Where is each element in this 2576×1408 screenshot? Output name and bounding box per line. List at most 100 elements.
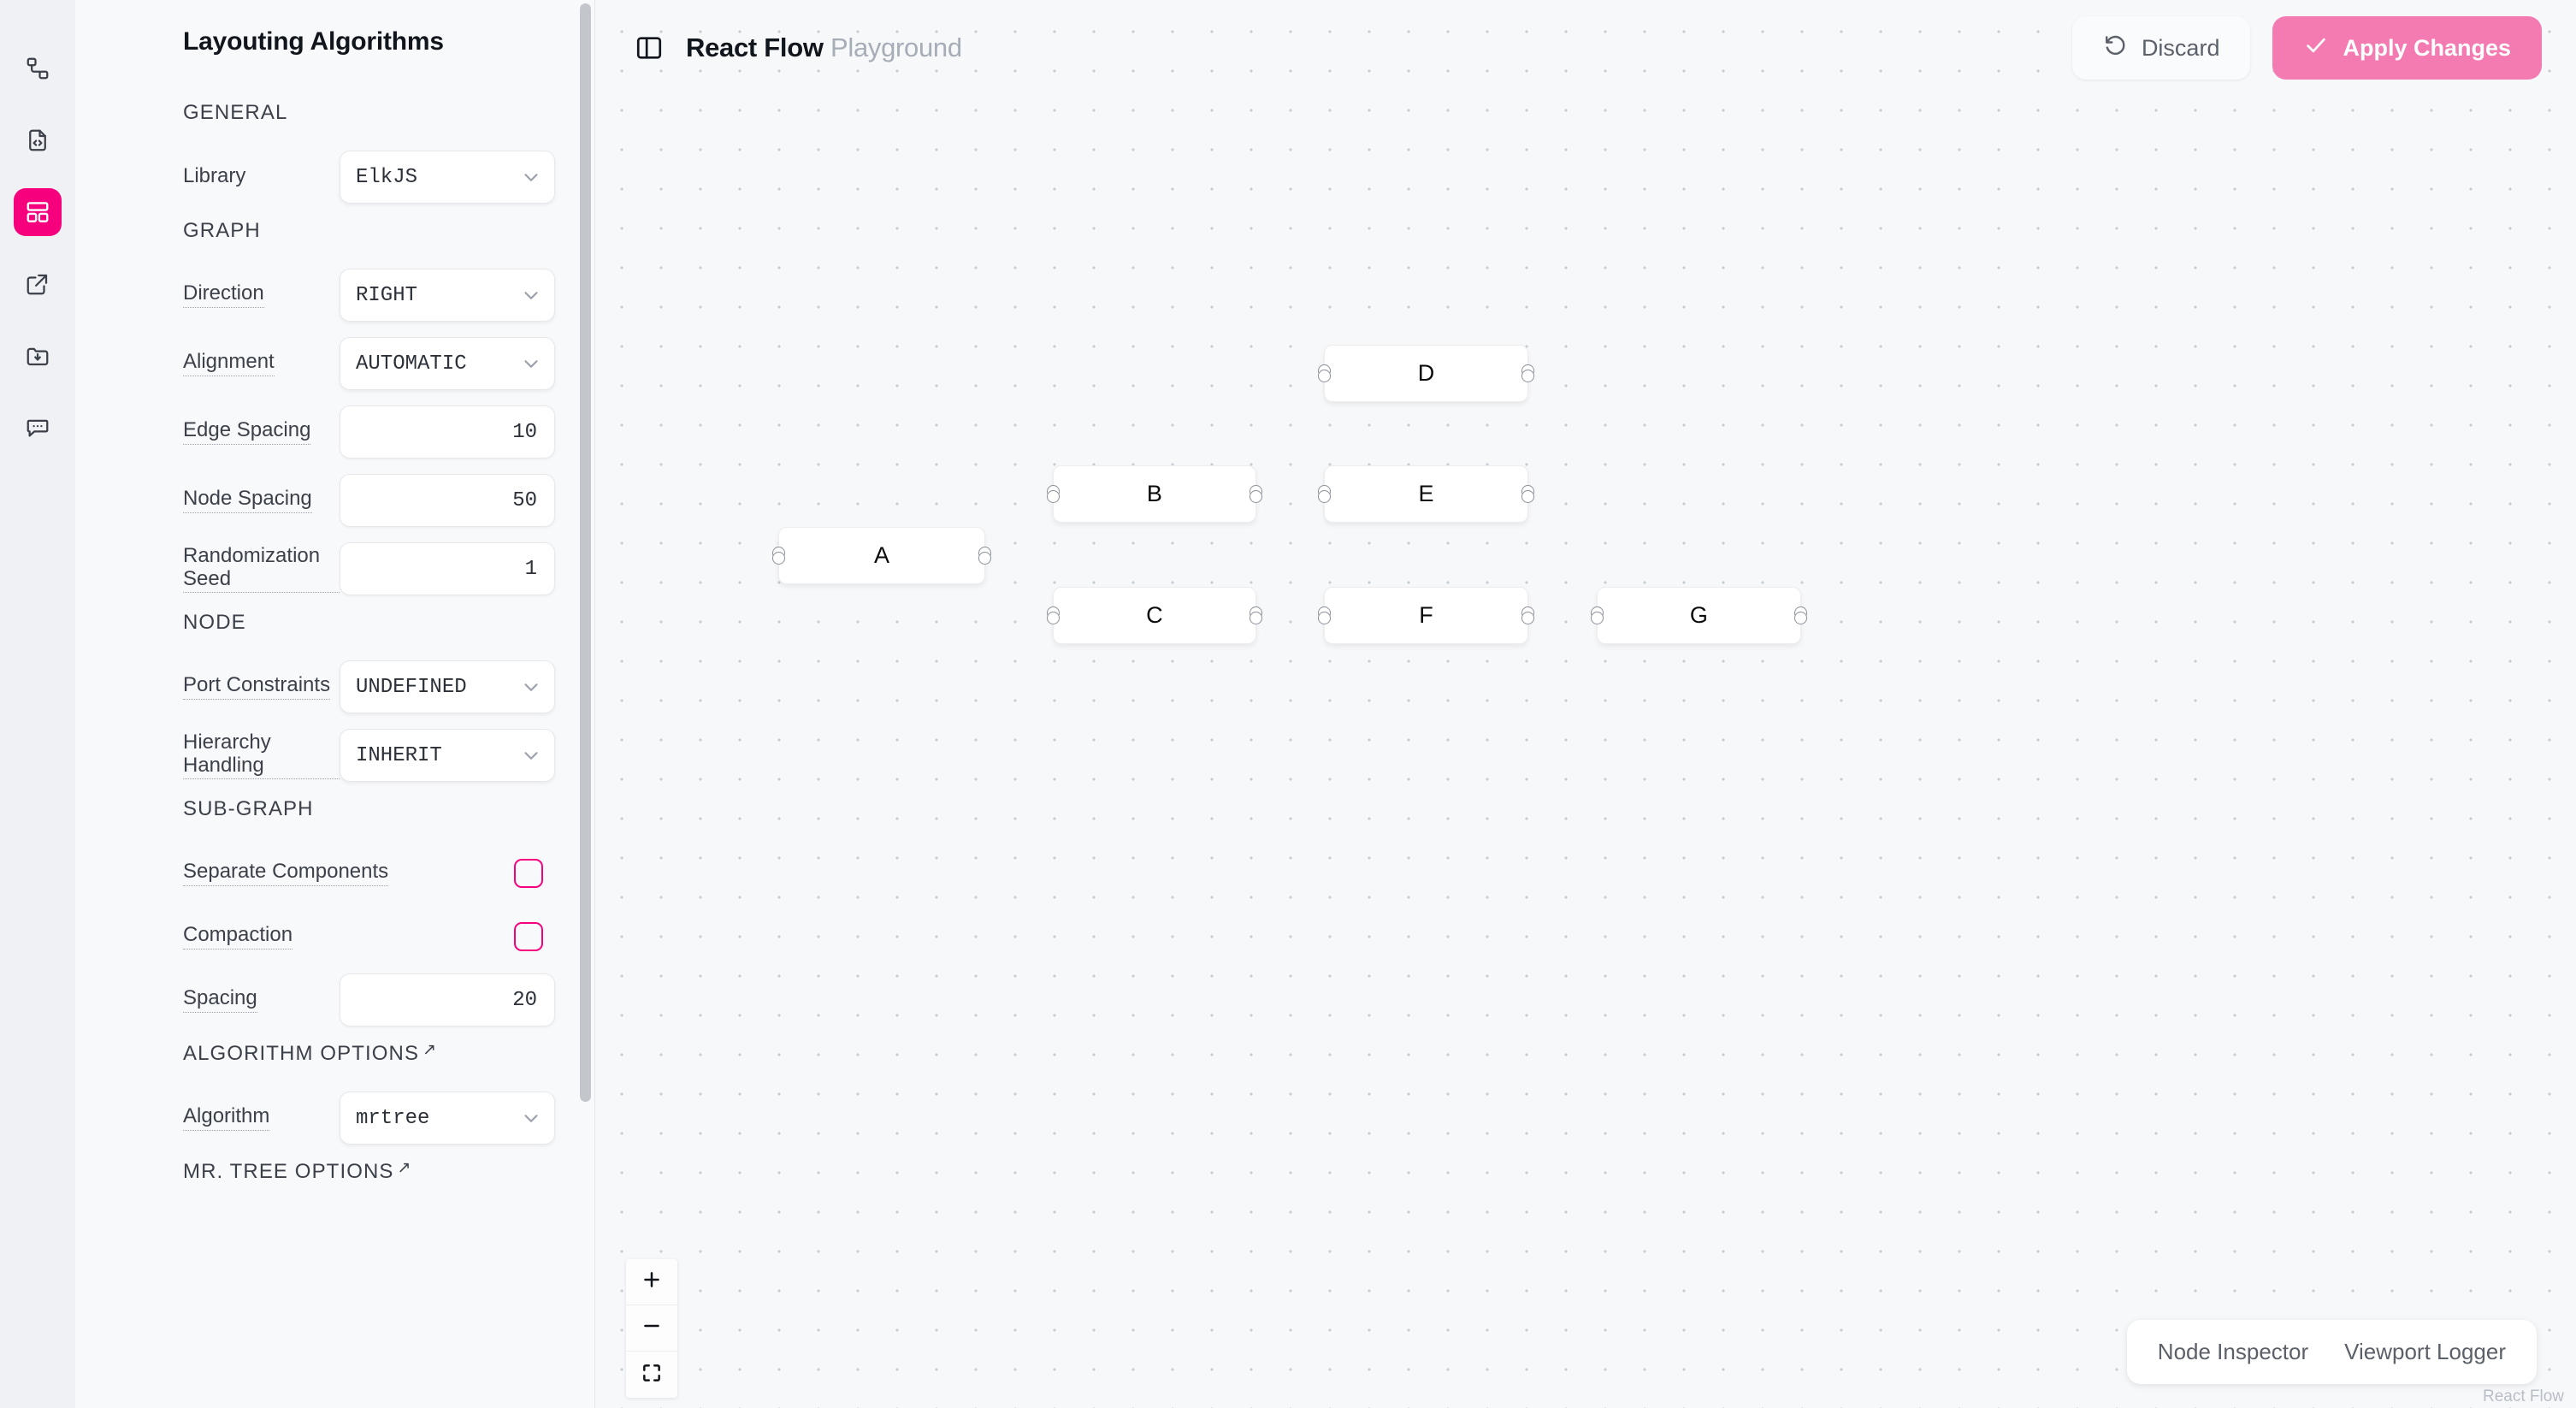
node-handle-target-bottom[interactable] [1591, 612, 1604, 625]
settings-row-label: Spacing [183, 986, 257, 1013]
select-hierarchy-handling[interactable]: INHERIT [340, 729, 555, 782]
node-handle-source-bottom[interactable] [1250, 612, 1263, 625]
settings-row: Edge Spacing 10 [101, 405, 555, 458]
node-handle-target-bottom[interactable] [772, 552, 786, 565]
page-title: Layouting Algorithms [183, 27, 444, 56]
section-heading-label: NODE [183, 611, 246, 634]
checkbox-separate-components[interactable] [514, 859, 543, 888]
flow-canvas[interactable]: React Flow Playground Discard [595, 0, 2576, 1408]
select-alignment[interactable]: AUTOMATIC [340, 337, 555, 390]
section-heading: NODE [101, 611, 555, 635]
plus-icon [641, 1269, 663, 1295]
settings-row-label: Compaction [183, 923, 293, 950]
check-icon [2303, 33, 2329, 64]
section-heading: GENERAL [101, 101, 555, 125]
chevron-down-icon [520, 744, 542, 766]
node-handle-source-bottom[interactable] [978, 552, 991, 565]
sidebar-item-nodes[interactable] [14, 44, 62, 92]
settings-row: Spacing 20 [101, 973, 555, 1026]
fit-view-icon [641, 1362, 663, 1388]
node-handle-target-bottom[interactable] [1046, 490, 1060, 504]
node-handle-source-bottom[interactable] [1521, 490, 1534, 504]
section-heading-label: MR. TREE OPTIONS [183, 1160, 394, 1183]
flow-node[interactable]: C [1046, 587, 1263, 645]
select-library[interactable]: ElkJS [340, 151, 555, 204]
fit-view-button[interactable] [626, 1352, 677, 1398]
node-handle-source-bottom[interactable] [1521, 370, 1534, 383]
external-link-icon: ↗ [397, 1158, 412, 1177]
flow-node[interactable]: D [1318, 345, 1534, 403]
sidebar-item-layout[interactable] [14, 188, 62, 236]
select-value: RIGHT [356, 283, 418, 307]
chevron-down-icon [520, 284, 542, 306]
panel-scrollbar-thumb[interactable] [580, 3, 591, 1102]
panel-scrollbar[interactable] [580, 0, 591, 1408]
node-handle-source-bottom[interactable] [1250, 490, 1263, 504]
react-flow-attribution[interactable]: React Flow [2482, 1387, 2564, 1405]
zoom-out-button[interactable] [626, 1305, 677, 1352]
node-inspector-button[interactable]: Node Inspector [2157, 1339, 2309, 1364]
node-handle-target-bottom[interactable] [1318, 612, 1332, 625]
checkbox-compaction[interactable] [514, 922, 543, 951]
minus-icon [641, 1315, 663, 1341]
select-port-constraints[interactable]: UNDEFINED [340, 660, 555, 713]
settings-row: Algorithm mrtree [101, 1091, 555, 1145]
section-heading-label: SUB-GRAPH [183, 797, 314, 820]
folder-download-icon [25, 343, 50, 369]
select-direction[interactable]: RIGHT [340, 269, 555, 322]
flow-edges [595, 0, 852, 128]
sidebar-item-open-external[interactable] [14, 260, 62, 308]
sidebar-item-feedback[interactable] [14, 404, 62, 452]
settings-row-label: Edge Spacing [183, 418, 311, 445]
top-bar: React Flow Playground Discard [595, 0, 2576, 96]
devtools-panel: Node Inspector Viewport Logger [2126, 1320, 2537, 1384]
chevron-down-icon [520, 166, 542, 188]
settings-row-label: Port Constraints [183, 673, 331, 700]
brand-name: React Flow [686, 33, 824, 62]
section-heading[interactable]: ALGORITHM OPTIONS↗ [101, 1042, 555, 1066]
input-edge-spacing[interactable]: 10 [340, 405, 555, 458]
select-value: UNDEFINED [356, 675, 467, 699]
flow-node[interactable]: F [1318, 587, 1534, 645]
flow-node-label: B [1146, 481, 1162, 507]
discard-label: Discard [2141, 34, 2220, 61]
node-handle-target-bottom[interactable] [1046, 612, 1060, 625]
flow-node[interactable]: B [1046, 465, 1263, 524]
discard-button[interactable]: Discard [2071, 16, 2251, 80]
apply-changes-button[interactable]: Apply Changes [2272, 16, 2542, 80]
input-node-spacing[interactable]: 50 [340, 474, 555, 527]
node-handle-source-bottom[interactable] [1521, 612, 1534, 625]
settings-row: Separate Components [101, 847, 555, 900]
chevron-down-icon [520, 1107, 542, 1129]
apply-changes-label: Apply Changes [2343, 34, 2511, 61]
external-link-icon: ↗ [422, 1040, 438, 1059]
sidebar-item-code[interactable] [14, 116, 62, 164]
section-heading[interactable]: MR. TREE OPTIONS↗ [101, 1160, 555, 1184]
settings-row: Port Constraints UNDEFINED [101, 660, 555, 713]
flow-node-label: C [1146, 602, 1163, 629]
node-handle-target-bottom[interactable] [1318, 370, 1332, 383]
settings-row: Compaction [101, 910, 555, 963]
icon-rail [0, 0, 75, 1408]
zoom-in-button[interactable] [626, 1259, 677, 1305]
brand: React Flow Playground [635, 33, 962, 63]
settings-row-label: Hierarchy Handling [183, 731, 340, 779]
settings-row-label: Algorithm [183, 1104, 270, 1131]
flow-node[interactable]: E [1318, 465, 1534, 524]
panel-left-icon[interactable] [635, 33, 664, 62]
input-randomization-seed[interactable]: 1 [340, 542, 555, 595]
flow-node-label: D [1417, 360, 1435, 387]
select-algorithm[interactable]: mrtree [340, 1091, 555, 1145]
sidebar-item-download[interactable] [14, 332, 62, 380]
flow-node[interactable]: A [772, 527, 991, 585]
input-spacing[interactable]: 20 [340, 973, 555, 1026]
select-value: AUTOMATIC [356, 352, 467, 376]
node-handle-source-bottom[interactable] [1793, 612, 1807, 625]
flow-node[interactable]: G [1591, 587, 1807, 645]
viewport-logger-button[interactable]: Viewport Logger [2344, 1339, 2506, 1364]
select-value: mrtree [356, 1106, 430, 1130]
node-handle-target-bottom[interactable] [1318, 490, 1332, 504]
